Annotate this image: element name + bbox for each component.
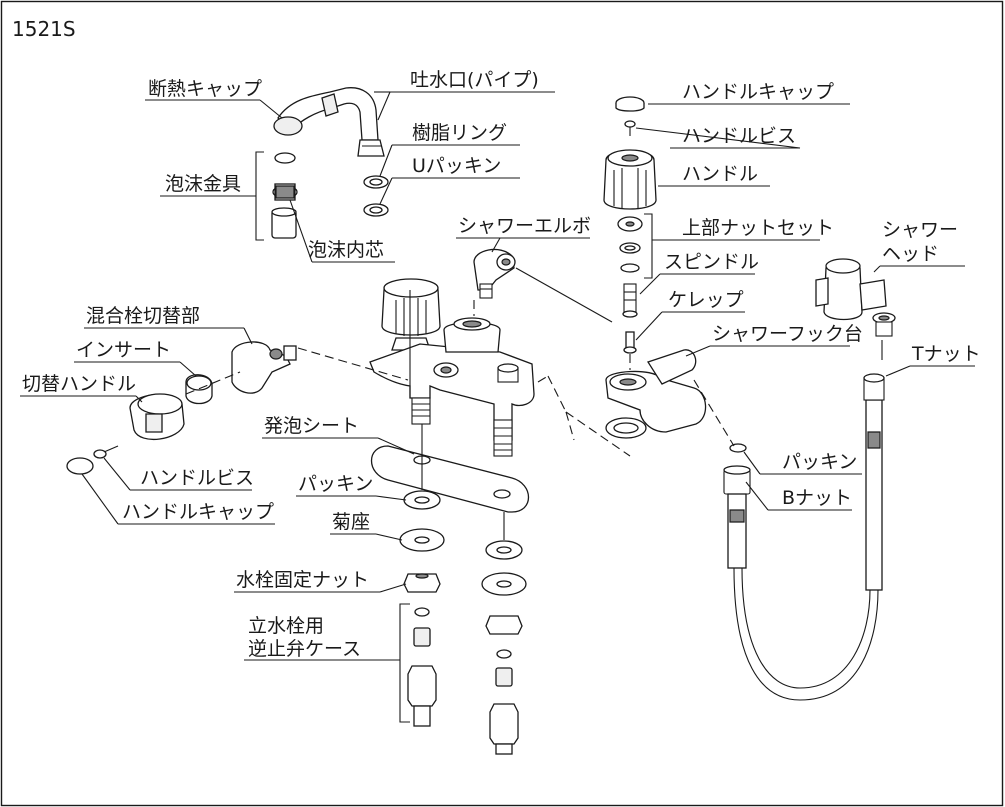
label-handle-cap-top: ハンドルキャップ — [682, 81, 834, 103]
label-t-nut: Tナット — [911, 343, 981, 365]
faucet-body — [369, 278, 535, 457]
label-shower-hook-base: シャワーフック台 — [712, 323, 863, 345]
label-konbousen-kirikae: 混合栓切替部 — [86, 305, 200, 327]
label-kikuza: 菊座 — [332, 511, 370, 533]
label-houmatsu-naishin: 泡沫内芯 — [308, 239, 384, 261]
shower-hook-base — [605, 349, 707, 439]
shower-hose — [723, 373, 885, 701]
label-dannetsu-cap: 断熱キャップ — [148, 78, 262, 100]
label-kerepp: ケレップ — [668, 289, 744, 311]
label-shower-head-1: シャワー — [882, 219, 958, 241]
label-tatesuisen-2: 逆止弁ケース — [248, 638, 361, 660]
spout-rings — [363, 175, 389, 217]
handle-stack — [603, 96, 657, 354]
label-insert: インサート — [76, 339, 171, 361]
aerator-parts — [271, 152, 298, 239]
label-houmatsu-kanagu: 泡沫金具 — [165, 173, 241, 195]
shower-elbow — [473, 248, 516, 299]
label-handle-screw-top: ハンドルビス — [682, 125, 796, 147]
label-handle-screw-left: ハンドルビス — [140, 467, 254, 489]
label-shower-head-2: ヘッド — [882, 243, 939, 265]
label-suisen-kotei-nut: 水栓固定ナット — [236, 569, 369, 591]
label-tosuikou: 吐水口(パイプ) — [410, 69, 539, 91]
left-underside-parts — [399, 424, 445, 727]
model-number: 1521S — [12, 17, 76, 41]
shower-head — [815, 258, 896, 337]
spout-pipe — [273, 87, 385, 157]
label-spindle: スピンドル — [664, 251, 759, 273]
switch-assembly — [66, 341, 297, 475]
label-handle: ハンドル — [682, 163, 758, 185]
right-underside-parts — [481, 512, 527, 755]
label-happou-sheet: 発泡シート — [264, 415, 359, 437]
label-kirikae-handle: 切替ハンドル — [22, 373, 136, 395]
label-shower-elbow: シャワーエルボ — [458, 215, 591, 237]
label-packing-right: パッキン — [782, 451, 857, 473]
label-handle-cap-left: ハンドルキャップ — [122, 501, 274, 523]
label-jushi-ring: 樹脂リング — [412, 122, 507, 144]
label-packing-left: パッキン — [298, 473, 373, 495]
label-tatesuisen-1: 立水栓用 — [248, 615, 324, 637]
label-jobu-nut-set: 上部ナットセット — [682, 217, 834, 239]
label-u-packing: Uパッキン — [412, 155, 501, 177]
label-b-nut: Bナット — [782, 487, 852, 509]
